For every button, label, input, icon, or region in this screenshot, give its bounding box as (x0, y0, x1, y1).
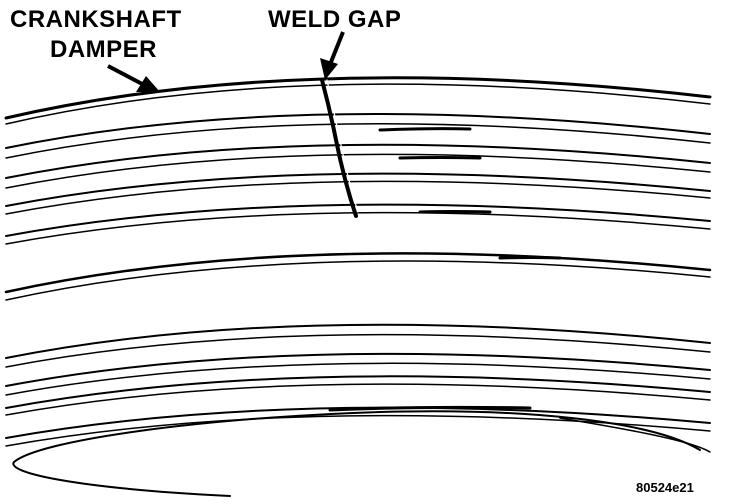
groove-highlight (498, 256, 562, 260)
damper-groove (5, 414, 711, 447)
weld-gap-seam-inner (326, 79, 359, 213)
damper-groove (5, 203, 711, 237)
crankshaft-damper-label-line1: CRANKSHAFT (10, 6, 182, 33)
damper-groove (5, 143, 711, 179)
figure-id: 80524e21 (636, 480, 694, 495)
damper-groove (5, 113, 711, 149)
weld-gap-seam (320, 78, 358, 218)
damper-groove (5, 153, 711, 189)
damper-groove (5, 383, 711, 416)
damper-groove (5, 352, 711, 387)
crankshaft-damper-label-line2: DAMPER (50, 36, 158, 63)
damper-groove (5, 333, 711, 368)
groove-highlight (398, 156, 482, 160)
damper-pointer-arrow-icon (107, 64, 160, 92)
damper-groove (5, 172, 711, 207)
groove-highlight (378, 127, 472, 132)
damper-groove (5, 362, 711, 396)
damper-rim-outer-inner (5, 83, 711, 125)
damper-groove (5, 406, 711, 439)
weld-gap-pointer-arrow-icon (320, 31, 345, 80)
damper-rim-outer (4, 76, 712, 120)
damper-hub-edge-inner (559, 417, 711, 453)
groove-highlight (418, 210, 492, 214)
damper-groove (5, 323, 711, 359)
weld-gap-label: WELD GAP (268, 6, 402, 33)
damper-groove (5, 211, 711, 245)
damper-hub-edge (12, 410, 701, 497)
damper-groove (5, 375, 711, 409)
damper-band (5, 260, 711, 301)
damper-band (4, 252, 712, 294)
groove-highlight (328, 405, 532, 412)
damper-groove (5, 122, 711, 159)
damper-groove (5, 180, 711, 215)
